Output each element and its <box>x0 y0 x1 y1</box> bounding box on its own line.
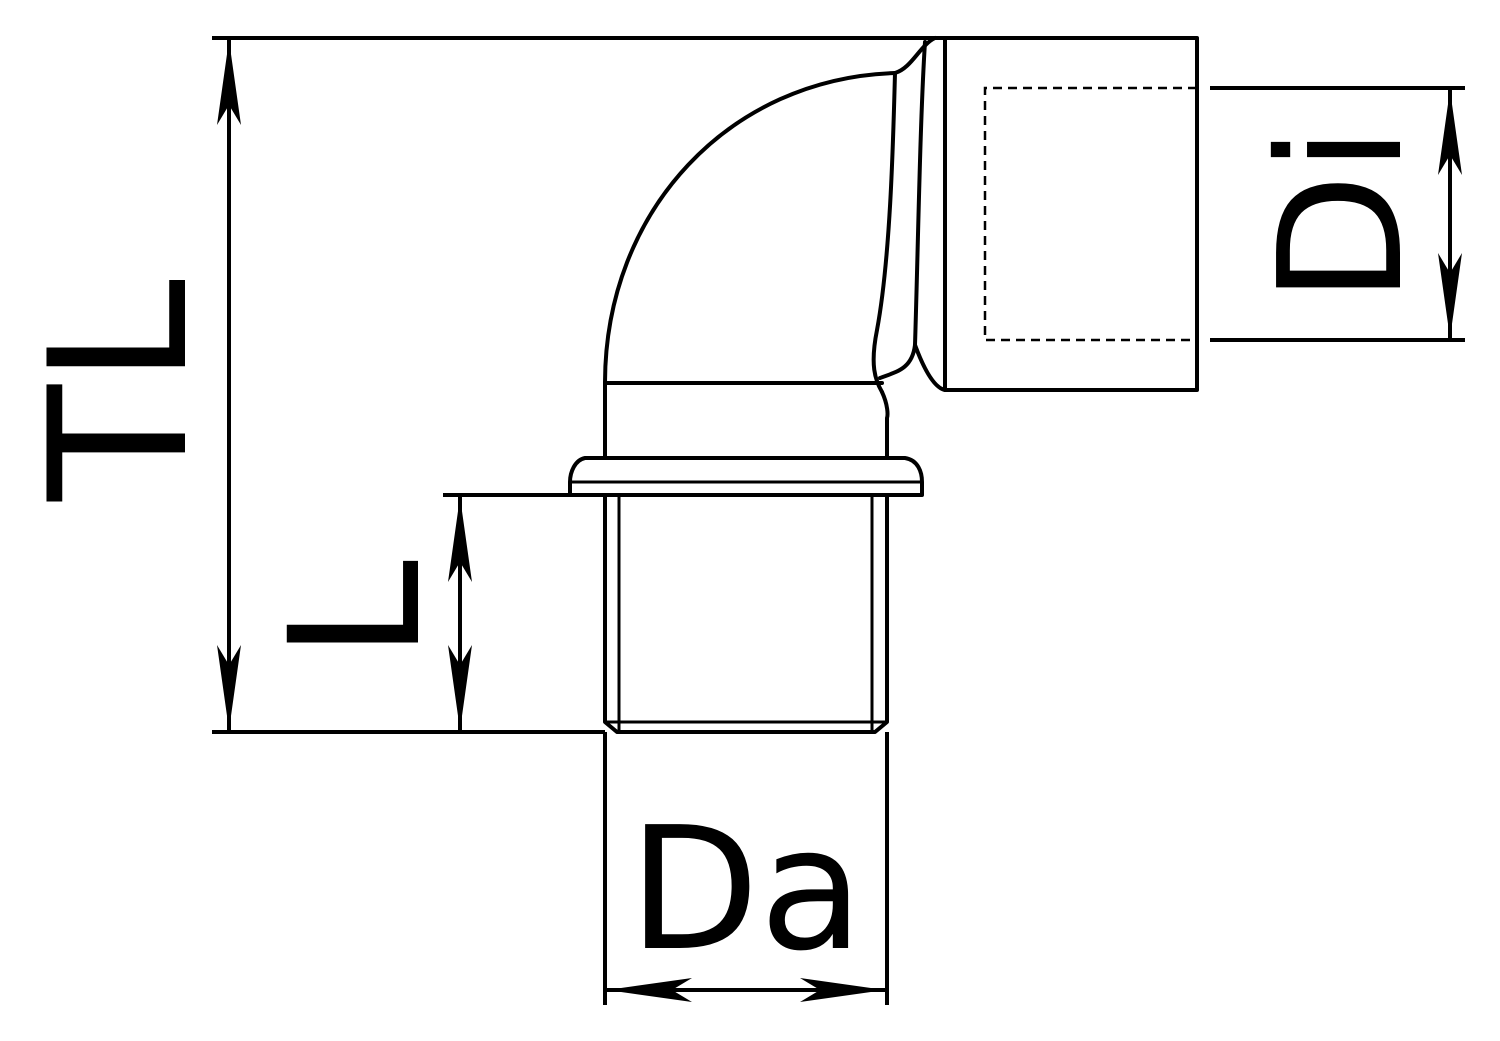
elbow-bottom-shoulder <box>913 343 947 392</box>
thread-body <box>603 493 889 734</box>
di-top-arrow <box>1438 90 1462 175</box>
di-bottom-arrow <box>1438 253 1462 338</box>
elbow-neck-inner <box>878 40 927 380</box>
l-top-arrow <box>448 497 472 582</box>
da-left-arrow <box>607 978 692 1002</box>
dimension-l: L <box>252 497 472 730</box>
elbow-fitting <box>568 36 1199 734</box>
elbow-inner-corner <box>880 390 890 460</box>
dimension-tl: TL <box>9 40 241 730</box>
tl-top-arrow <box>217 40 241 125</box>
elbow-neck-line <box>871 71 897 394</box>
tl-label: TL <box>9 279 230 502</box>
l-bottom-arrow <box>448 645 472 730</box>
da-label: Da <box>628 791 863 989</box>
l-label: L <box>252 560 461 660</box>
tl-bottom-arrow <box>217 645 241 730</box>
di-label: Di <box>1243 126 1441 304</box>
dimension-da: Da <box>607 791 885 1002</box>
socket-inner-bore <box>983 86 1197 342</box>
socket-body <box>943 36 1199 392</box>
elbow-outer-arc <box>603 71 897 385</box>
da-right-arrow <box>800 978 885 1002</box>
dimension-di: Di <box>1243 90 1462 338</box>
collar <box>568 456 924 497</box>
elbow-top-shoulder <box>893 36 937 75</box>
extension-lines <box>212 36 1465 1005</box>
